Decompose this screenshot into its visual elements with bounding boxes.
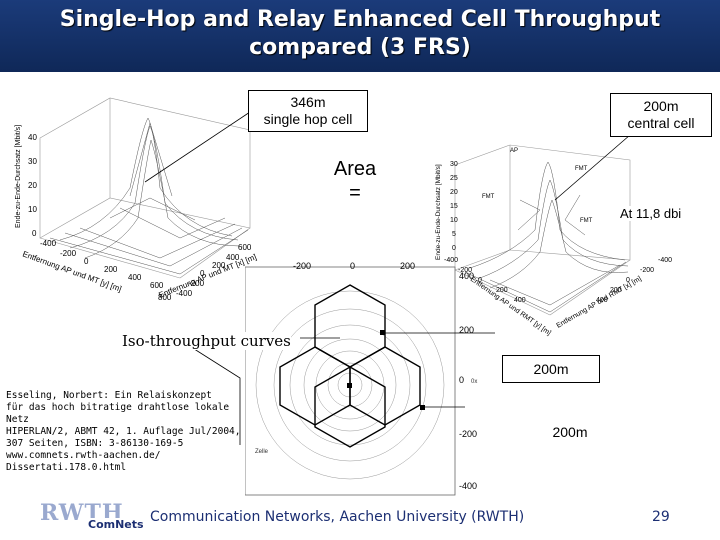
left-z-tick: 0 [32, 229, 37, 238]
single-hop-callout-line2: single hop cell [263, 111, 353, 127]
right-y-tick: 200 [610, 287, 622, 294]
right-z-tick: 15 [450, 203, 458, 210]
right-surface-mesh [464, 161, 629, 313]
right-z-tick: 30 [450, 161, 458, 168]
left-y-tick: -200 [188, 279, 205, 288]
right-x-tick: -400 [444, 257, 458, 264]
left-z-tick: 20 [28, 181, 37, 190]
contour-top-tick: 0 [350, 261, 355, 271]
left-surface-mesh [49, 117, 249, 275]
title-bar [0, 0, 720, 72]
footer-text: Communication Networks, Aachen Universit… [150, 509, 525, 525]
right-x-tick: 0 [478, 277, 482, 284]
title-line-1: Single-Hop and Relay Enhanced Cell Throu… [59, 7, 661, 32]
right-y-tick: 400 [596, 297, 608, 304]
single-hop-callout: 346m single hop cell [248, 90, 368, 132]
single-hop-callout-line1: 346m [290, 94, 326, 110]
left-y-tick: 0 [200, 269, 205, 278]
right-x-tick: 200 [496, 287, 508, 294]
right-x-tick: 400 [514, 297, 526, 304]
right-y-tick: 0 [626, 277, 630, 284]
iso-throughput-contour-plot: -200 0 200 400 200 0 -200 -400 Zelle 0x [245, 261, 495, 496]
contour-top-tick: -200 [293, 261, 311, 271]
reference-text: Esseling, Norbert: Ein Relaiskonzept für… [6, 390, 241, 473]
left-y-tick: 600 [238, 243, 252, 252]
page-number: 29 [652, 509, 670, 525]
right-z-tick: 25 [450, 175, 458, 182]
logo-text-bottom: ComNets [86, 518, 146, 531]
left-x-tick: 200 [104, 265, 118, 274]
relay-cell-hexagons [279, 284, 421, 448]
left-x-tick: 600 [150, 281, 164, 290]
contour-right-tick: 400 [459, 271, 474, 281]
left-z-tick: 40 [28, 133, 37, 142]
right-marker-label: FMT [482, 194, 495, 200]
relay-surface-plot: AP FMT FMT FMT 30 25 20 15 10 5 0 -400 -… [435, 144, 672, 337]
area-label-line1: Area [333, 158, 377, 180]
left-y-tick: 400 [226, 253, 240, 262]
contour-marker-label: 0x [471, 379, 477, 385]
single-hop-surface-plot: 40 30 20 10 0 -400 -200 0 200 400 600 80… [15, 97, 258, 302]
contour-right-tick: -400 [459, 481, 477, 491]
left-z-tick: 30 [28, 157, 37, 166]
antenna-gain-label: At 11,8 dbi [620, 206, 682, 221]
right-z-axis-label: Ende-zu-Ende-Durchsatz [Mbit/s] [435, 164, 442, 260]
contour-right-tick: -200 [459, 429, 477, 439]
right-marker-label: AP [510, 148, 518, 154]
iso-throughput-label: Iso-throughput curves [122, 332, 291, 350]
contour-top-tick: 200 [400, 261, 415, 271]
central-cell-callout: 200m central cell [610, 93, 712, 137]
dimension-callout-1: 200m [502, 355, 600, 383]
slide-title: Single-Hop and Relay Enhanced Cell Throu… [0, 6, 720, 62]
right-marker-label: FMT [580, 218, 593, 224]
right-marker-label: FMT [575, 166, 588, 172]
left-x-tick: 0 [84, 257, 89, 266]
right-z-tick: 10 [450, 217, 458, 224]
area-label: Area = [332, 157, 378, 205]
right-z-tick: 0 [452, 245, 456, 252]
left-z-axis-label: Ende-zu-Ende-Durchsatz [Mbit/s] [15, 125, 22, 228]
contour-right-tick: 0 [459, 375, 464, 385]
dimension-callout-2: 200m [522, 417, 618, 447]
right-z-tick: 20 [450, 189, 458, 196]
right-x-tick: -200 [458, 267, 472, 274]
area-label-line2: = [349, 182, 361, 204]
iso-throughput-curves [255, 290, 445, 480]
contour-cell-label: Zelle [255, 449, 269, 455]
dimension-leader-lines [385, 332, 495, 408]
right-z-tick: 5 [452, 231, 456, 238]
left-x-tick: -200 [60, 249, 77, 258]
central-cell-callout-line1: 200m [643, 98, 679, 114]
left-y-tick: 200 [212, 261, 226, 270]
right-y-tick: -400 [658, 257, 672, 264]
left-x-tick: 400 [128, 273, 142, 282]
right-y-tick: -200 [640, 267, 654, 274]
left-x-tick: 800 [158, 293, 172, 302]
left-x-tick: -400 [40, 239, 57, 248]
rwth-comnets-logo: RWTH ComNets [40, 500, 148, 536]
contour-right-tick: 200 [459, 325, 474, 335]
left-z-tick: 10 [28, 205, 37, 214]
left-y-tick: -400 [176, 289, 193, 298]
title-line-2: compared (3 FRS) [249, 35, 471, 60]
central-cell-callout-line2: central cell [627, 115, 695, 131]
relay-nodes [347, 330, 425, 410]
